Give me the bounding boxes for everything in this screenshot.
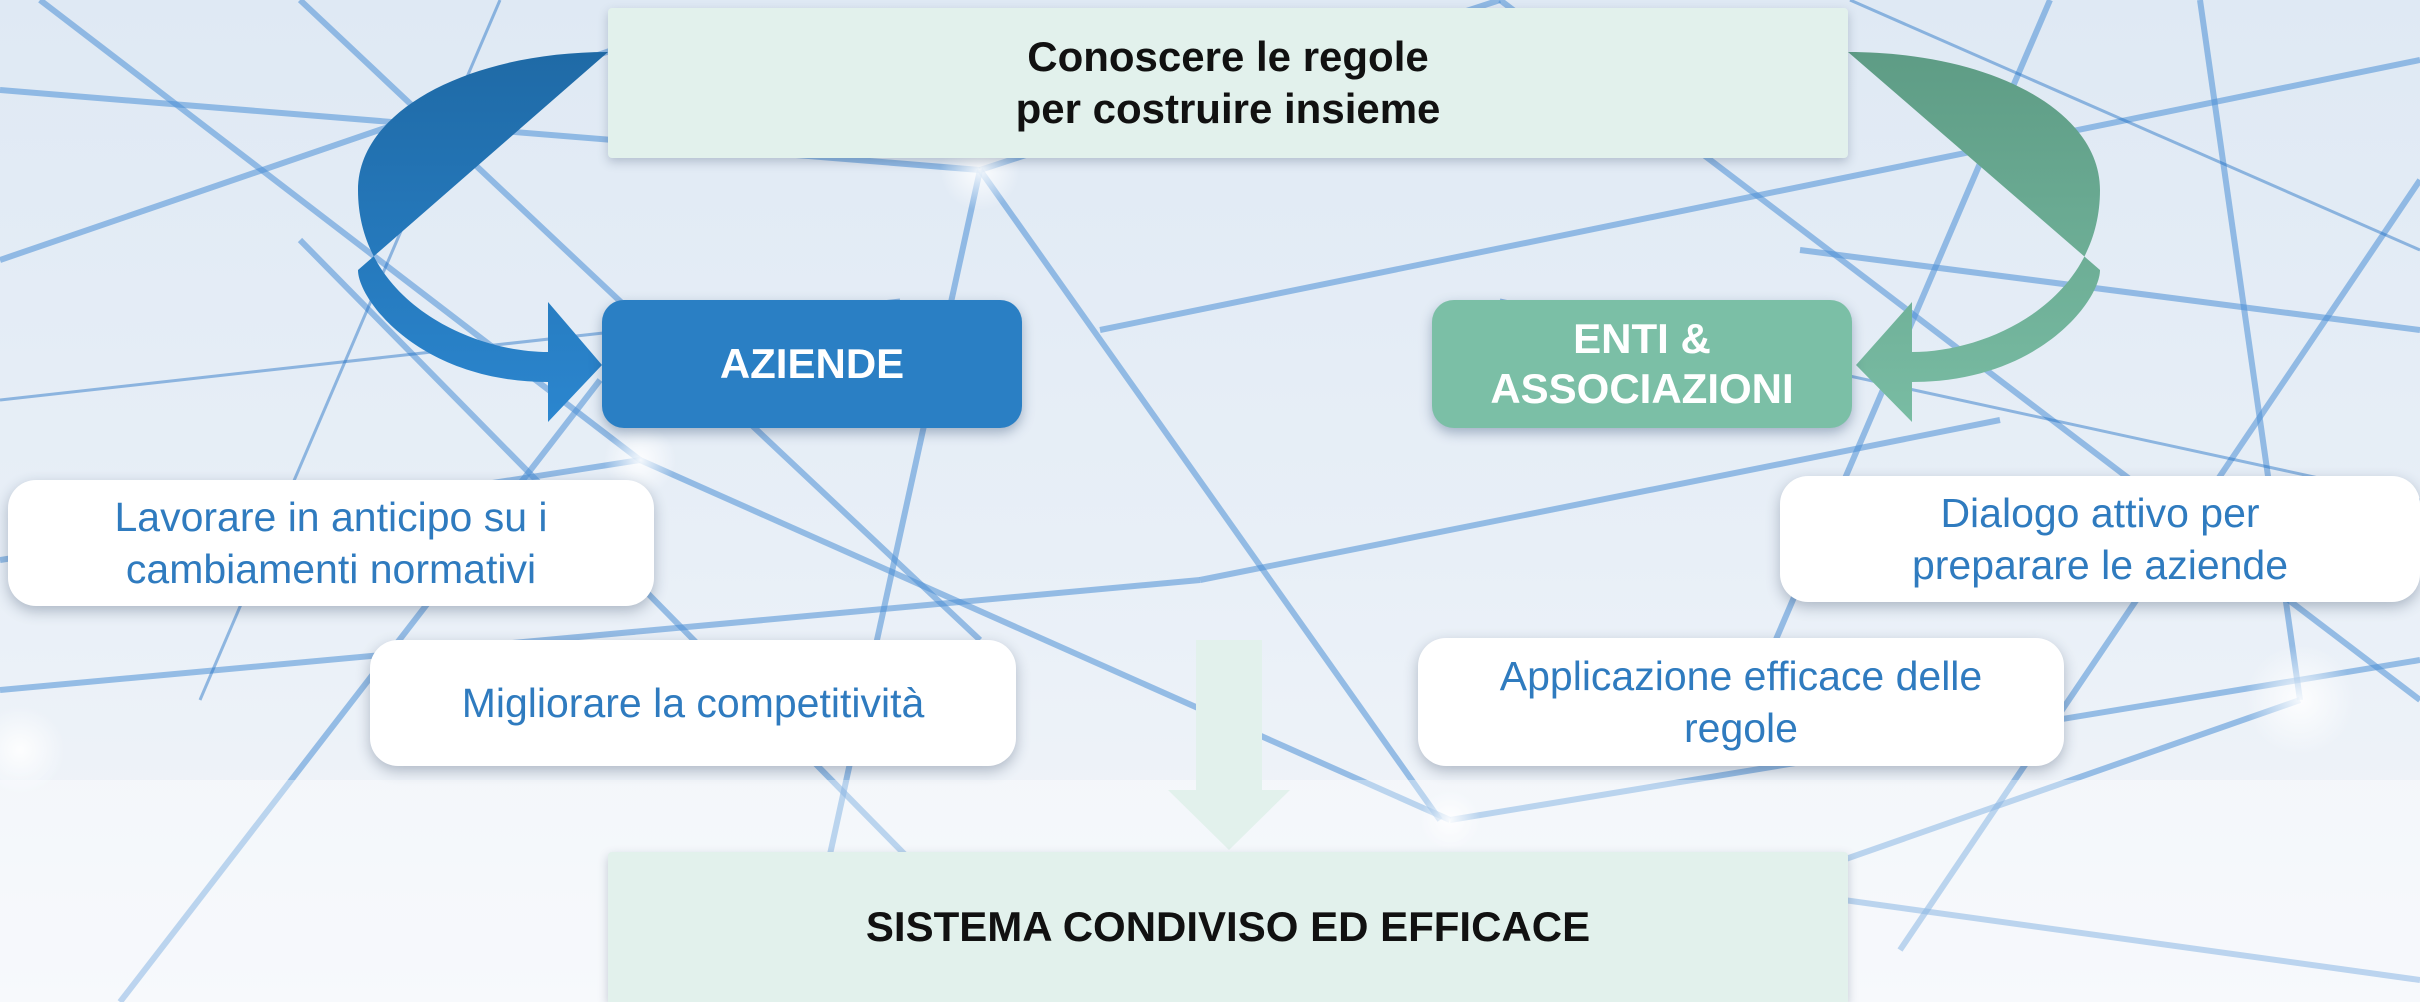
note-applicazione: Applicazione efficace delle regole [1418, 638, 2064, 766]
aziende-label: AZIENDE [719, 340, 905, 387]
note-anticipo-line-1: Lavorare in anticipo su i [114, 494, 548, 540]
title-line-1: Conoscere le regole [1027, 33, 1429, 80]
enti-line-2: ASSOCIAZIONI [1490, 365, 1794, 412]
note-anticipo: Lavorare in anticipo su i cambiamenti no… [8, 480, 654, 606]
result-box: SISTEMA CONDIVISO ED EFFICACE [608, 852, 1848, 1002]
title-line-2: per costruire insieme [1015, 85, 1441, 132]
result-label: SISTEMA CONDIVISO ED EFFICACE [865, 903, 1591, 950]
down-arrow [1168, 640, 1290, 850]
left-curved-arrow [358, 52, 608, 422]
note-competitivita: Migliorare la competitività [370, 640, 1016, 766]
note-dialogo: Dialogo attivo per preparare le aziende [1780, 476, 2420, 602]
aziende-box: AZIENDE [602, 300, 1022, 428]
note-applicazione-line-1: Applicazione efficace delle [1499, 653, 1983, 699]
right-curved-arrow [1848, 52, 2100, 422]
note-anticipo-line-2: cambiamenti normativi [125, 546, 537, 592]
note-dialogo-line-1: Dialogo attivo per [1940, 490, 2260, 536]
top-title-box: Conoscere le regole per costruire insiem… [608, 8, 1848, 158]
enti-line-1: ENTI & [1573, 315, 1711, 362]
note-dialogo-line-2: preparare le aziende [1911, 542, 2289, 588]
note-applicazione-line-2: regole [1684, 705, 1798, 751]
note-competitivita-line-1: Migliorare la competitività [461, 680, 925, 726]
enti-box: ENTI & ASSOCIAZIONI [1432, 300, 1852, 428]
